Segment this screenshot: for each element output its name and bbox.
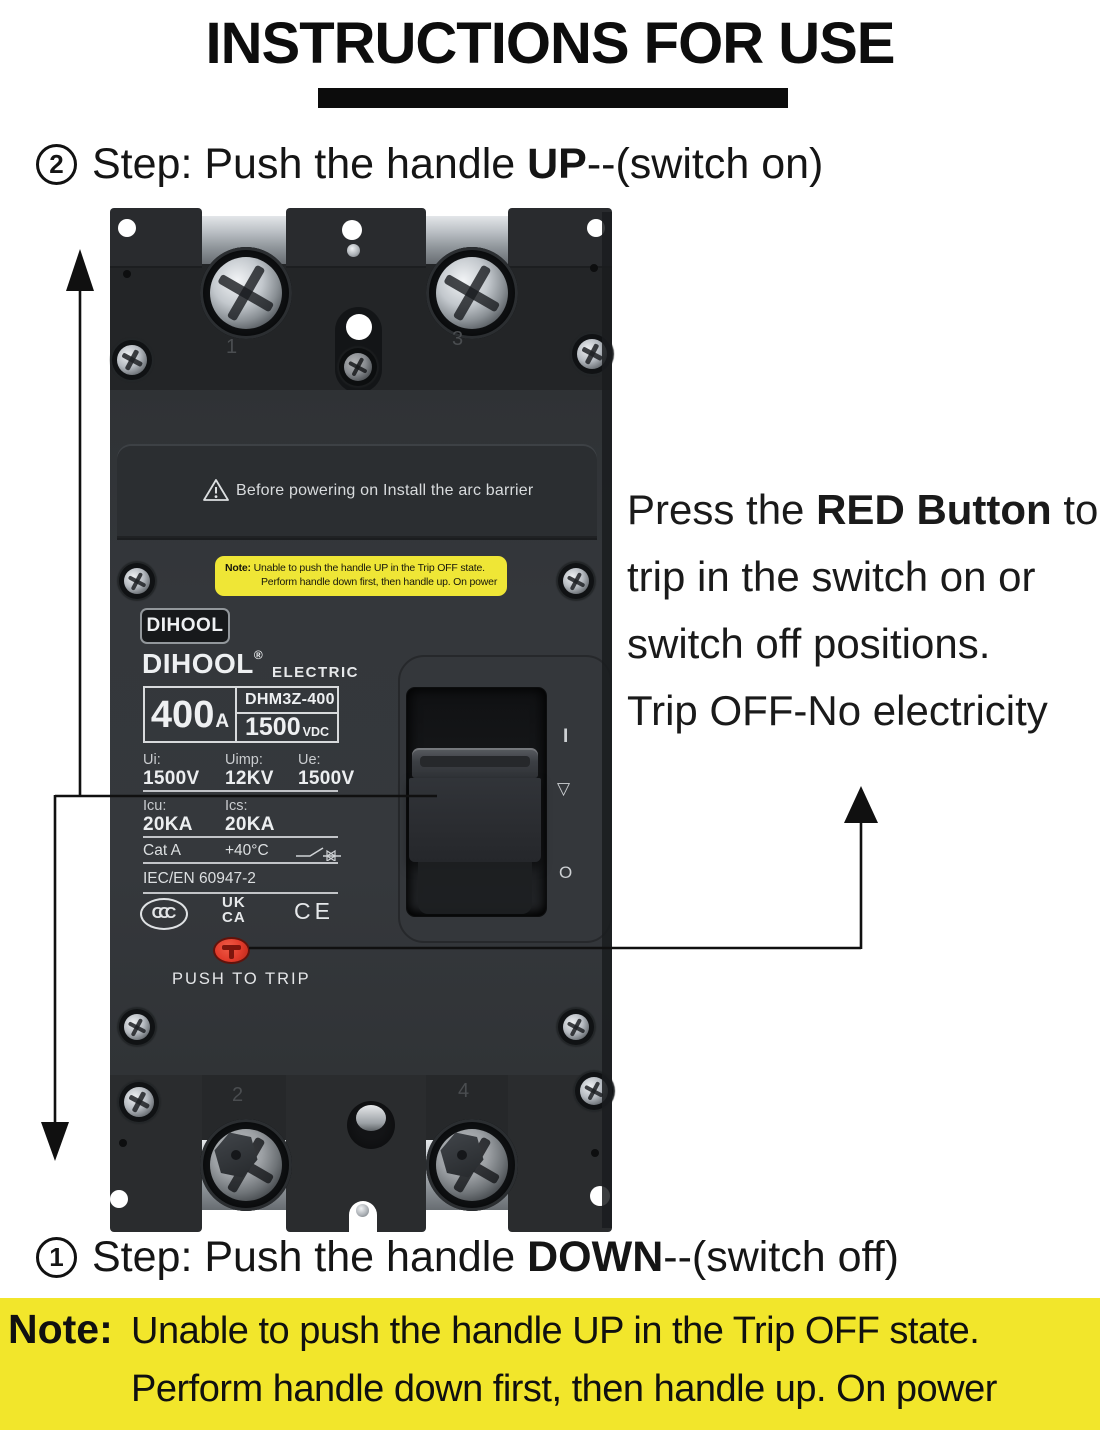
registered-mark: ® bbox=[253, 648, 264, 662]
brand-name: DIHOOL® bbox=[142, 648, 264, 679]
ui-label: Ui: bbox=[143, 752, 161, 768]
note-line-2: Perform handle down first, then handle u… bbox=[131, 1368, 997, 1410]
step-1-text: Step: Push the handle DOWN--(switch off) bbox=[92, 1233, 899, 1281]
handle-lever[interactable] bbox=[409, 778, 541, 862]
panel-seam bbox=[117, 538, 597, 540]
disconnector-symbol-icon bbox=[296, 847, 341, 861]
icu-label: Icu: bbox=[143, 798, 167, 814]
uimp-label: Uimp: bbox=[225, 752, 263, 768]
up-arrowhead-icon bbox=[66, 249, 94, 291]
terminal-screw-1-head bbox=[210, 257, 282, 329]
step-2-number-badge: 2 bbox=[36, 144, 77, 185]
ue-label: Ue: bbox=[298, 752, 321, 768]
standard-text: IEC/EN 60947-2 bbox=[143, 870, 256, 887]
brand-badge: DIHOOL bbox=[140, 608, 230, 644]
brand-suffix: ELECTRIC bbox=[272, 664, 359, 681]
bottom-center-rivet bbox=[356, 1204, 369, 1217]
top-tab-left bbox=[110, 208, 202, 268]
terminal-number-1: 1 bbox=[226, 336, 238, 358]
top-mounting-screw bbox=[344, 353, 372, 381]
handle-mid-mark-icon: ▽ bbox=[557, 779, 571, 798]
bottom-pilot-hole-right bbox=[591, 1149, 599, 1157]
face-screw-bottom-left bbox=[124, 1014, 150, 1040]
top-center-rivet bbox=[347, 244, 360, 257]
terminal-screw-4 bbox=[426, 1119, 518, 1211]
terminal-number-2: 2 bbox=[232, 1084, 244, 1106]
step-2-text: Step: Push the handle UP--(switch on) bbox=[92, 140, 824, 188]
ics-value: 20KA bbox=[225, 814, 275, 835]
top-pilot-hole-right bbox=[590, 264, 598, 272]
terminal-number-3: 3 bbox=[452, 328, 464, 350]
handle-on-mark: I bbox=[563, 726, 569, 747]
push-to-trip-button[interactable] bbox=[213, 937, 250, 964]
title-underline-bar bbox=[318, 88, 788, 108]
bottom-note-banner: Note: Unable to push the handle UP in th… bbox=[0, 1298, 1100, 1430]
top-tab-right bbox=[508, 208, 612, 268]
terminal-screw-3-head bbox=[436, 257, 508, 329]
top-notch-center bbox=[342, 220, 362, 240]
uimp-value: 12KV bbox=[225, 768, 274, 789]
warning-triangle-icon bbox=[203, 479, 229, 501]
ccc-mark-icon: CCC bbox=[140, 898, 188, 930]
arc-barrier-warning: Before powering on Install the arc barri… bbox=[236, 482, 534, 499]
face-screw-top-right bbox=[563, 568, 589, 594]
ue-value: 1500V bbox=[298, 768, 355, 789]
note-line-1: Unable to push the handle UP in the Trip… bbox=[131, 1310, 980, 1352]
down-arrowhead-icon bbox=[41, 1122, 69, 1161]
handle-ridge-groove bbox=[420, 756, 530, 767]
model-number: DHM3Z-400 bbox=[245, 691, 335, 708]
upper-groove-panel bbox=[117, 444, 597, 538]
push-to-trip-label: PUSH TO TRIP bbox=[172, 970, 311, 988]
step-1-number-badge: 1 bbox=[36, 1237, 77, 1278]
side-screw-bottom-left bbox=[124, 1087, 154, 1117]
handle-shadow bbox=[418, 862, 532, 914]
handle-note-sticker: Note: Unable to push the handle UP in th… bbox=[215, 556, 507, 596]
temperature-value: +40°C bbox=[225, 842, 269, 859]
top-mounting-hole bbox=[346, 314, 372, 340]
red-button-note-line-1: Press the RED Button to bbox=[627, 486, 1099, 533]
spec-divider-1 bbox=[143, 790, 338, 792]
bottom-notch-left bbox=[110, 1190, 128, 1208]
top-notch-left bbox=[118, 219, 136, 237]
bottom-pilot-hole-left bbox=[119, 1139, 127, 1147]
terminal-number-4: 4 bbox=[458, 1080, 470, 1102]
bottom-mounting-hole bbox=[347, 1101, 395, 1149]
red-button-note-line-4: Trip OFF-No electricity bbox=[627, 687, 1048, 734]
sticker-line-1: Note: Unable to push the handle UP in th… bbox=[225, 562, 485, 574]
icu-value: 20KA bbox=[143, 814, 193, 835]
terminal-screw-2 bbox=[200, 1119, 292, 1211]
sticker-line-2: Perform handle down first, then handle u… bbox=[261, 576, 498, 588]
step-1-line: 1 Step: Push the handle DOWN--(switch of… bbox=[36, 1233, 899, 1282]
face-screw-top-left bbox=[124, 568, 150, 594]
side-screw-top-left bbox=[117, 345, 147, 375]
terminal-screw-3 bbox=[426, 247, 518, 339]
top-notch-right bbox=[587, 219, 605, 237]
red-button-note-line-3: switch off positions. bbox=[627, 620, 991, 667]
right-up-arrowhead-icon bbox=[844, 786, 878, 823]
spec-divider-3 bbox=[143, 862, 338, 864]
breaker-side-facet bbox=[602, 212, 612, 1228]
step-2-line: 2 Step: Push the handle UP--(switch on) bbox=[36, 140, 823, 189]
face-screw-bottom-right bbox=[563, 1014, 589, 1040]
handle-off-mark: O bbox=[559, 863, 573, 882]
red-button-note-line-2: trip in the switch on or bbox=[627, 553, 1036, 600]
ics-label: Ics: bbox=[225, 798, 248, 814]
terminal-screw-1 bbox=[200, 247, 292, 339]
ce-mark-icon: CE bbox=[294, 898, 334, 924]
spec-divider-4 bbox=[143, 892, 338, 894]
spec-divider-2 bbox=[143, 836, 338, 838]
note-label: Note: bbox=[8, 1306, 113, 1352]
circuit-breaker: 1 3 Before powering on Install the arc b… bbox=[110, 208, 612, 1232]
category-value: Cat A bbox=[143, 842, 181, 859]
top-pilot-hole-left bbox=[123, 270, 131, 278]
page-title: INSTRUCTIONS FOR USE bbox=[205, 11, 896, 76]
ui-value: 1500V bbox=[143, 768, 200, 789]
